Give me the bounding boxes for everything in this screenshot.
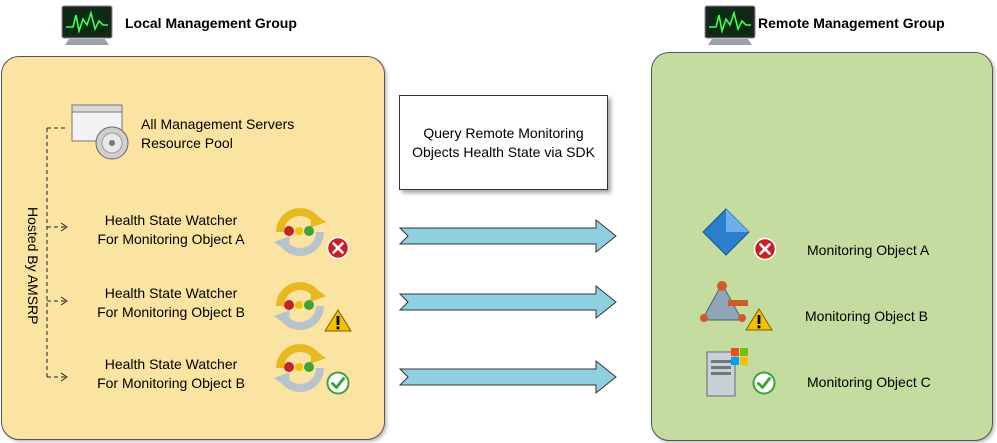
ok-icon bbox=[752, 371, 776, 395]
server-windows-icon bbox=[706, 348, 748, 397]
query-arrow bbox=[398, 359, 617, 395]
server-pool-icon bbox=[71, 104, 129, 160]
sdk-query-box: Query Remote Monitoring Objects Health S… bbox=[399, 95, 608, 190]
error-icon bbox=[753, 237, 777, 261]
sdk-query-text: Query Remote Monitoring Objects Health S… bbox=[412, 124, 595, 160]
watcher-line2: For Monitoring Object B bbox=[97, 304, 245, 320]
watcher-b-label: Health State Watcher For Monitoring Obje… bbox=[76, 284, 266, 322]
error-icon bbox=[326, 236, 350, 260]
hosted-connector bbox=[46, 127, 68, 382]
watcher-line2: For Monitoring Object A bbox=[97, 231, 245, 247]
watcher-c-label: Health State Watcher For Monitoring Obje… bbox=[76, 355, 266, 393]
watcher-line2: For Monitoring Object B bbox=[97, 375, 245, 391]
ok-icon bbox=[326, 371, 350, 395]
warning-icon bbox=[745, 308, 773, 331]
monitoring-object-c-label: Monitoring Object C bbox=[807, 374, 931, 390]
warning-icon bbox=[324, 309, 352, 332]
sync-health-icon bbox=[274, 208, 326, 256]
monitor-icon bbox=[61, 5, 113, 45]
sync-health-icon bbox=[274, 344, 326, 392]
local-group-title: Local Management Group bbox=[125, 15, 297, 31]
watcher-line1: Health State Watcher bbox=[104, 285, 238, 301]
query-arrow bbox=[398, 284, 617, 320]
resource-pool-label: All Management Servers Resource Pool bbox=[141, 116, 295, 151]
watcher-line1: Health State Watcher bbox=[104, 212, 238, 228]
watcher-line1: Health State Watcher bbox=[104, 356, 238, 372]
diamond-icon bbox=[702, 208, 750, 256]
sync-health-icon bbox=[274, 282, 326, 330]
cluster-icon bbox=[700, 281, 748, 322]
query-arrow bbox=[398, 218, 617, 254]
remote-group-title: Remote Management Group bbox=[758, 15, 945, 31]
watcher-a-label: Health State Watcher For Monitoring Obje… bbox=[76, 211, 266, 249]
hosted-by-label: Hosted By AMSRP bbox=[25, 207, 41, 325]
monitoring-object-a-label: Monitoring Object A bbox=[807, 242, 930, 258]
monitor-icon bbox=[704, 5, 756, 45]
monitoring-object-b-label: Monitoring Object B bbox=[805, 308, 928, 324]
